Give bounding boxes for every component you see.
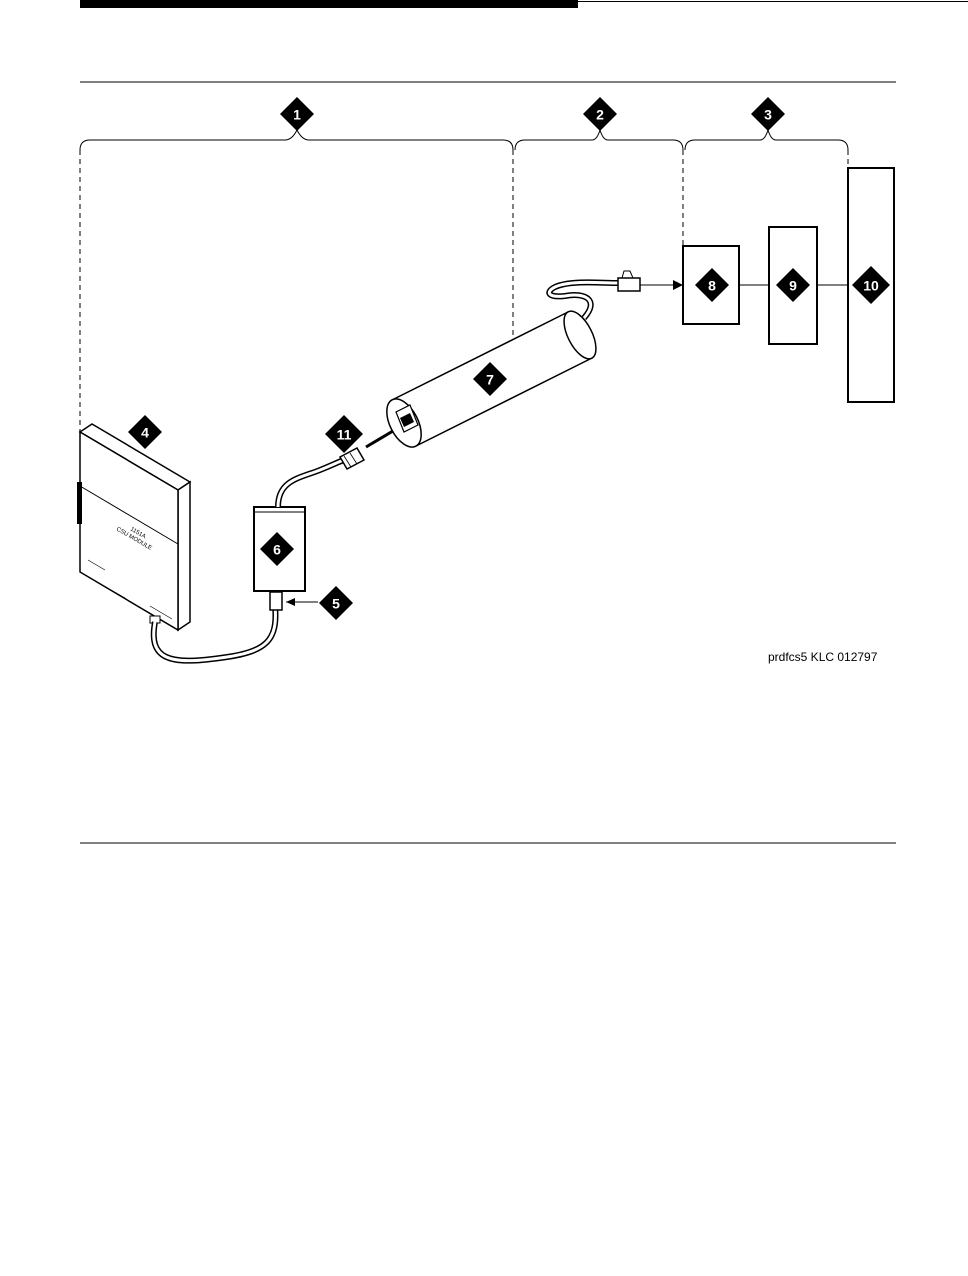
- section-braces: [80, 130, 848, 150]
- callout-5-text: 5: [332, 596, 340, 612]
- callout-4-text: 4: [141, 425, 149, 441]
- callout-6-text: 6: [273, 542, 281, 558]
- rj-plug: [618, 271, 683, 291]
- callout-2-text: 2: [596, 107, 604, 123]
- callout-1-text: 1: [293, 107, 301, 123]
- callout-5: 5: [319, 586, 353, 620]
- callout-3-text: 3: [764, 107, 772, 123]
- callout-2: 2: [583, 97, 617, 131]
- callout-3: 3: [751, 97, 785, 131]
- callout-9-text: 9: [789, 278, 797, 294]
- callout-10-text: 10: [863, 278, 879, 294]
- header-bar: [80, 0, 578, 8]
- callout-1: 1: [280, 97, 314, 131]
- cable-tube-to-jack: [549, 282, 618, 318]
- callout-4: 4: [128, 415, 162, 449]
- callout-11-text: 11: [337, 427, 352, 443]
- cable-adapter-to-plug: [278, 460, 344, 507]
- callout-8-text: 8: [708, 278, 716, 294]
- callout-7-text: 7: [486, 372, 494, 388]
- csu-module: 1151A CSU MODULE: [77, 424, 190, 630]
- figure-caption: prdfcs5 KLC 012797: [768, 650, 877, 664]
- adapter-box: [254, 507, 318, 610]
